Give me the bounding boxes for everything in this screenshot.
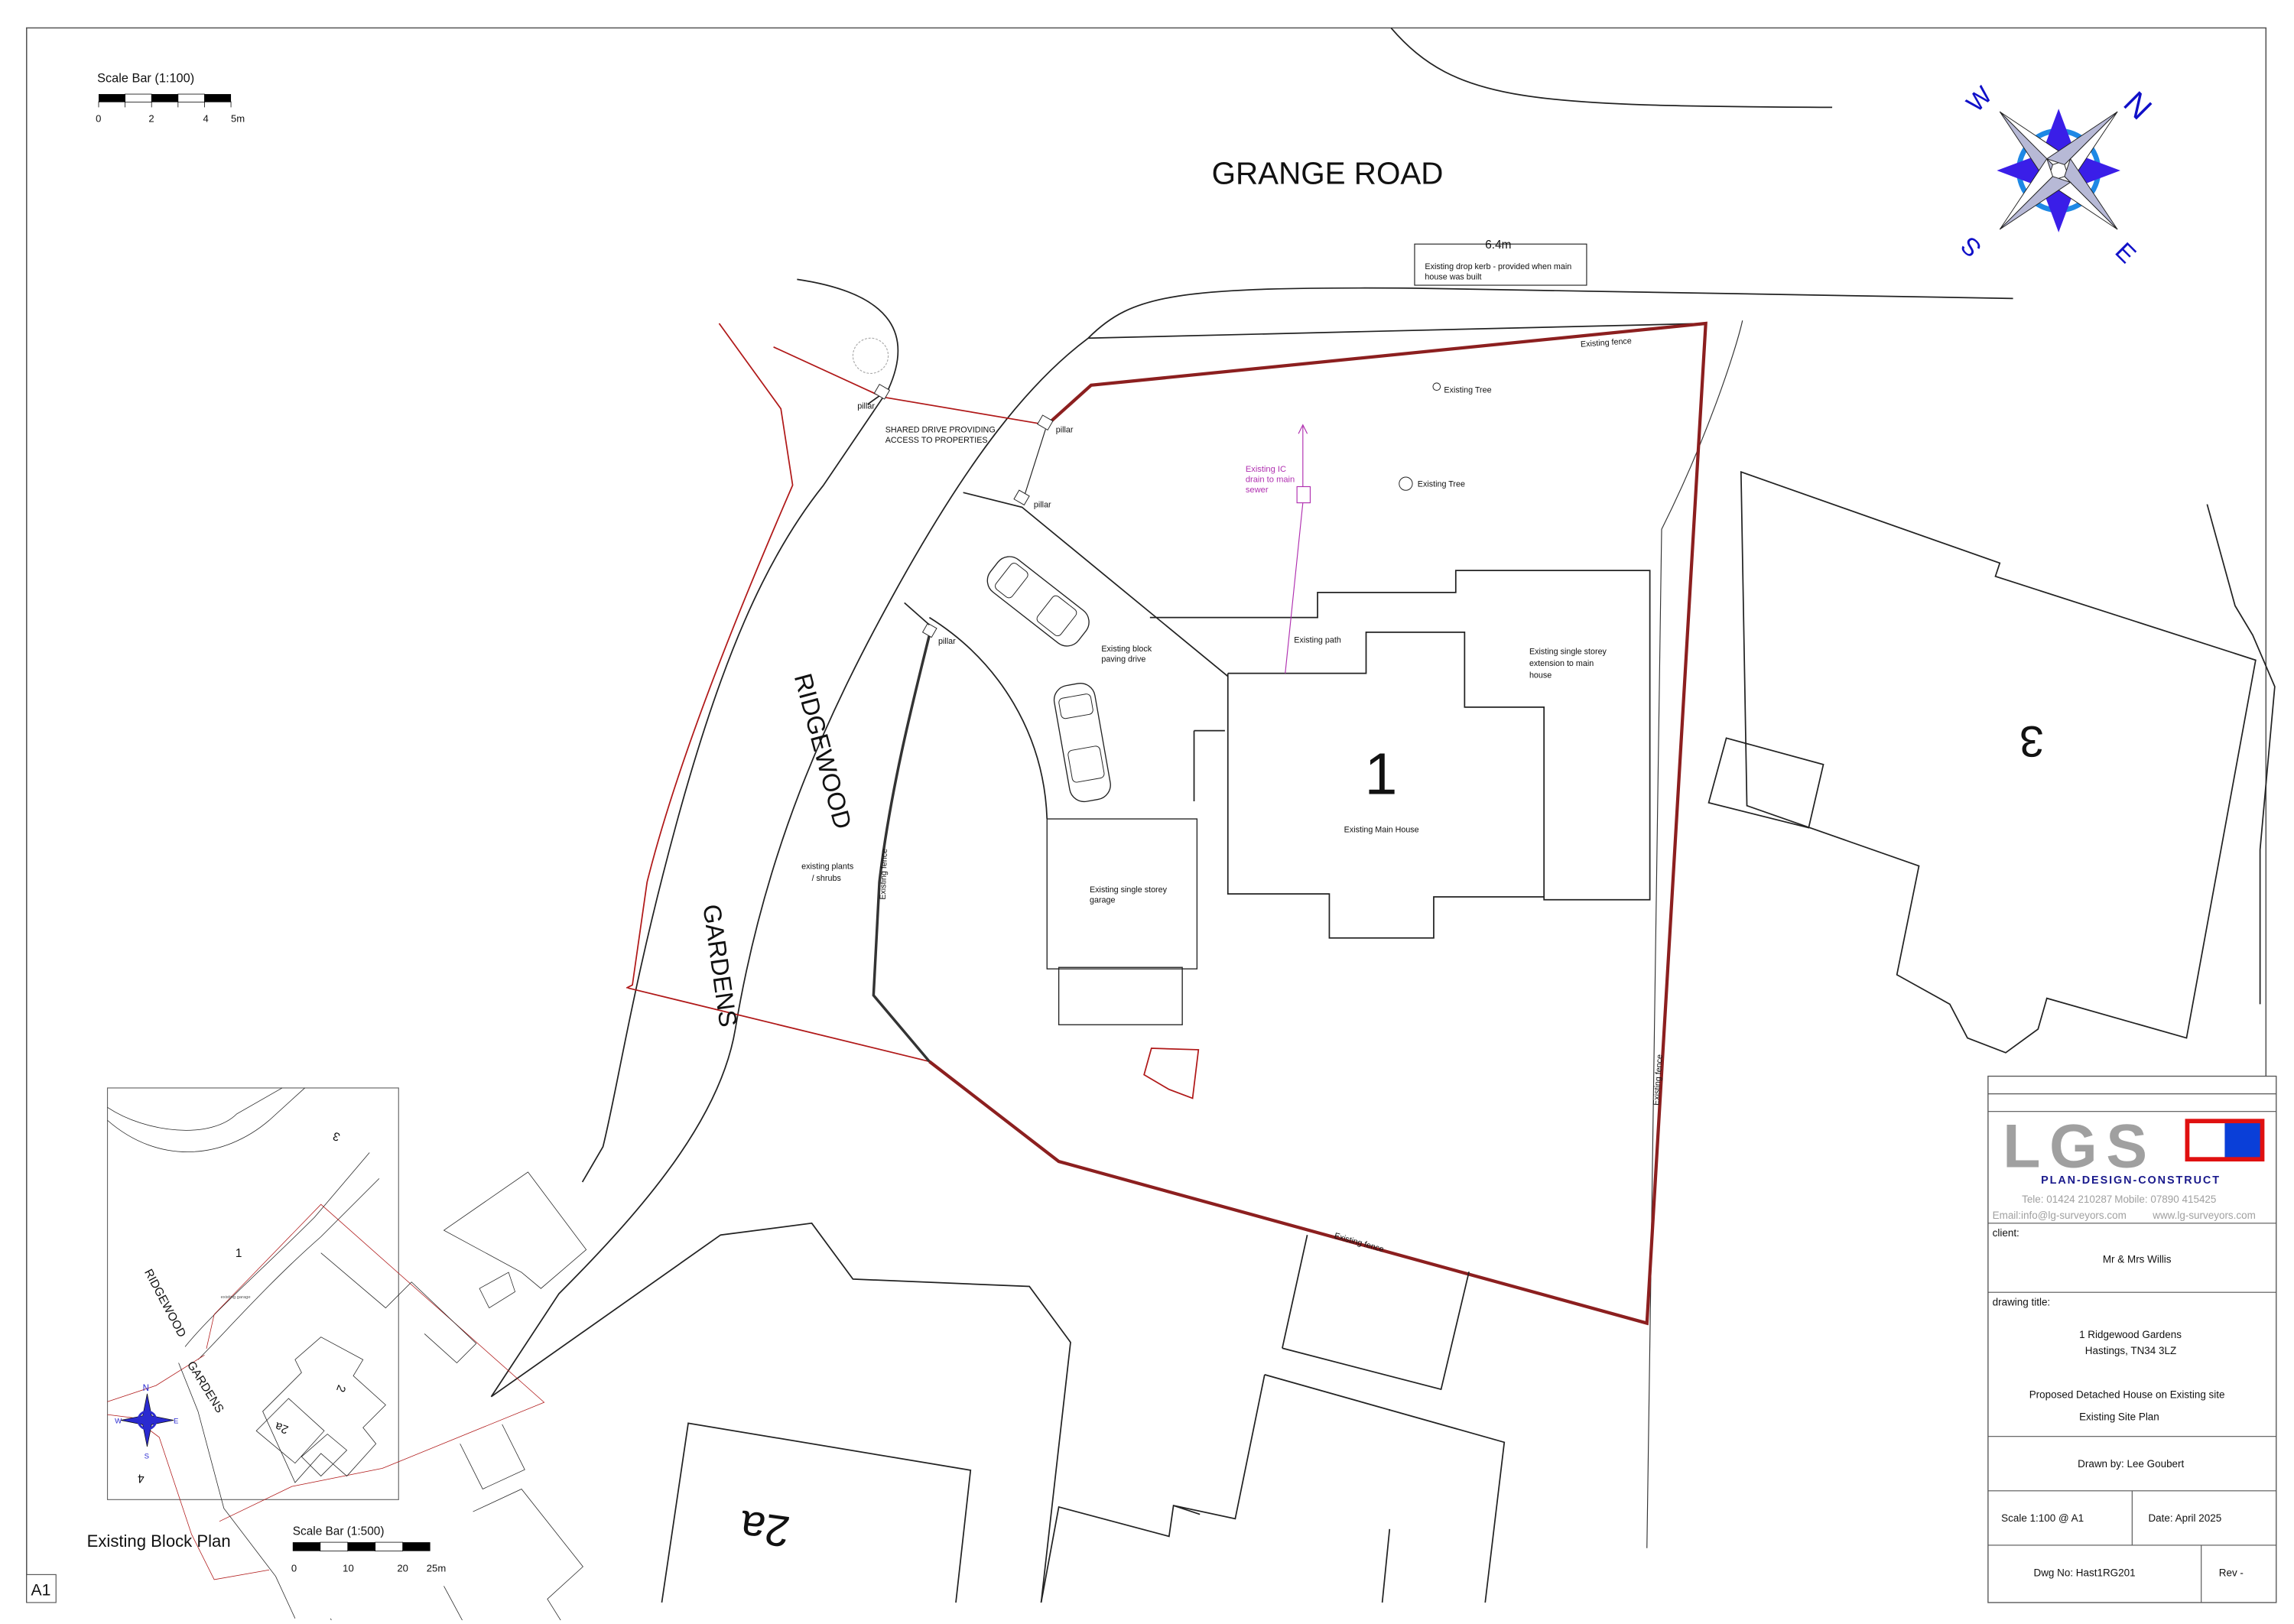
shared-drive-note: ACCESS TO PROPERTIES xyxy=(885,436,988,445)
client-name: Mr & Mrs Willis xyxy=(2103,1254,2172,1265)
client-heading: client: xyxy=(1993,1227,2019,1239)
neighbour-house-2a: 2a xyxy=(736,1501,792,1556)
plants-label: existing plants xyxy=(801,862,853,871)
block-house-2a: 2a xyxy=(273,1419,290,1436)
address-line-2: Hastings, TN34 3LZ xyxy=(2085,1345,2176,1356)
drawing-number: Dwg No: Hast1RG201 xyxy=(2033,1567,2135,1578)
svg-text:drain to main: drain to main xyxy=(1246,476,1295,485)
compass-rose-icon: N W S E xyxy=(1954,80,2159,268)
pillar-markers xyxy=(873,383,1054,638)
house-label: Existing Main House xyxy=(1344,825,1419,834)
tree-label: Existing Tree xyxy=(1418,479,1465,489)
scale-bar-block: Scale Bar (1:500) 0 10 20 25m xyxy=(291,1525,446,1574)
sheet-line: Existing Site Plan xyxy=(2079,1411,2159,1422)
svg-text:S: S xyxy=(145,1452,149,1460)
company-tagline: PLAN-DESIGN-CONSTRUCT xyxy=(2041,1174,2221,1187)
svg-text:Existing IC: Existing IC xyxy=(1246,465,1286,474)
company-email: Email:info@lg-surveyors.com xyxy=(1993,1210,2127,1221)
sheet-size-label: A1 xyxy=(31,1581,51,1599)
garage-label: garage xyxy=(1090,896,1115,905)
svg-text:house was built: house was built xyxy=(1425,272,1481,281)
block-paving-label: paving drive xyxy=(1101,654,1145,664)
garage-outline xyxy=(1046,818,1198,970)
drawn-by: Drawn by: Lee Goubert xyxy=(2078,1458,2184,1470)
street-name-gardens: GARDENS xyxy=(697,902,742,1028)
block-plan-title: Existing Block Plan xyxy=(87,1531,231,1551)
extension-label: Existing single storey xyxy=(1529,648,1607,657)
drawing-title-heading: drawing title: xyxy=(1993,1297,2051,1308)
sheet-frame: A1 xyxy=(26,27,2267,1603)
plants-label: / shrubs xyxy=(812,874,841,883)
drain-annotation: Existing IC drain to main sewer xyxy=(1246,424,1311,674)
block-house-4: 4 xyxy=(138,1472,145,1485)
drop-kerb-annotation: 6.4m Existing drop kerb - provided when … xyxy=(1414,239,1587,286)
block-house-1: 1 xyxy=(236,1247,242,1260)
shared-drive-note: SHARED DRIVE PROVIDING xyxy=(885,425,996,434)
company-logo: LGS xyxy=(2003,1112,2156,1181)
company-mobile: Mobile: 07890 415425 xyxy=(2114,1194,2216,1205)
company-tele: Tele: 01424 210287 xyxy=(2022,1194,2112,1205)
compass-s: S xyxy=(1954,232,1987,264)
scale-tick: 10 xyxy=(343,1563,354,1574)
scale-tick: 0 xyxy=(96,113,101,125)
block-compass-icon: N S W E xyxy=(115,1384,178,1460)
fence-label: Existing fence xyxy=(1333,1231,1385,1254)
project-line: Proposed Detached House on Existing site xyxy=(2029,1389,2225,1401)
compass-w: W xyxy=(1961,80,1997,117)
car-icon xyxy=(986,556,1090,647)
title-block: LGS PLAN-DESIGN-CONSTRUCT Tele: 01424 21… xyxy=(1987,1075,2277,1603)
extension-label: extension to main xyxy=(1529,659,1594,668)
extension-label: house xyxy=(1529,671,1552,680)
neighbour-house-3: 3 xyxy=(2019,716,2044,765)
scale-tick: 2 xyxy=(148,113,154,125)
fence-label: Existing fence xyxy=(1652,1054,1665,1106)
svg-text:sewer: sewer xyxy=(1246,486,1269,495)
scale-bar-main-title: Scale Bar (1:100) xyxy=(97,72,194,86)
scale-tick: 20 xyxy=(397,1563,408,1574)
scale-value: Scale 1:100 @ A1 xyxy=(2001,1512,2084,1524)
car-icon xyxy=(1053,683,1111,803)
company-web: www.lg-surveyors.com xyxy=(2152,1210,2256,1221)
pillar-label: pillar xyxy=(857,402,875,411)
fence-label: Existing fence xyxy=(879,849,889,900)
shrub-icon xyxy=(852,337,889,374)
scale-bar-main: Scale Bar (1:100) 0 2 4 5m xyxy=(96,72,245,125)
scale-tick: 4 xyxy=(203,113,209,125)
pillar-label: pillar xyxy=(1034,500,1051,509)
pillar-label: pillar xyxy=(938,637,956,646)
date-value: Date: April 2025 xyxy=(2148,1512,2221,1524)
street-name-ridgewood: RIDGEWOOD xyxy=(789,671,858,832)
compass-e: E xyxy=(2110,237,2142,269)
block-paving-label: Existing block xyxy=(1101,645,1152,654)
sheet-size-box xyxy=(26,1574,57,1603)
path-label: Existing path xyxy=(1294,635,1341,645)
road-name-grange: GRANGE ROAD xyxy=(1212,155,1444,190)
block-garage: existing garage xyxy=(221,1295,251,1300)
svg-text:N: N xyxy=(143,1384,149,1393)
svg-text:6.4m: 6.4m xyxy=(1485,239,1511,252)
tree-label: Existing Tree xyxy=(1444,385,1491,395)
fence-label: Existing fence xyxy=(1581,336,1633,349)
address-line-1: 1 Ridgewood Gardens xyxy=(2079,1329,2182,1340)
compass-n: N xyxy=(2117,84,2159,126)
tree-icon xyxy=(1432,382,1441,391)
svg-text:Scale Bar (1:500): Scale Bar (1:500) xyxy=(293,1525,385,1538)
garage-label: Existing single storey xyxy=(1090,885,1168,895)
scale-tick: 0 xyxy=(291,1563,297,1574)
revision: Rev - xyxy=(2219,1567,2244,1578)
svg-text:W: W xyxy=(115,1417,122,1425)
svg-text:E: E xyxy=(174,1417,178,1425)
scale-tick: 25m xyxy=(427,1563,447,1574)
tree-icon xyxy=(1399,476,1413,491)
pillar-label: pillar xyxy=(1056,425,1074,434)
scale-tick: 5m xyxy=(231,113,245,125)
svg-text:Existing drop kerb - provided: Existing drop kerb - provided when main xyxy=(1425,262,1571,271)
block-plan: RIDGEWOOD GARDENS 1 2 2a 3 4 existing ga… xyxy=(106,1087,587,1624)
house-number: 1 xyxy=(1365,741,1398,807)
